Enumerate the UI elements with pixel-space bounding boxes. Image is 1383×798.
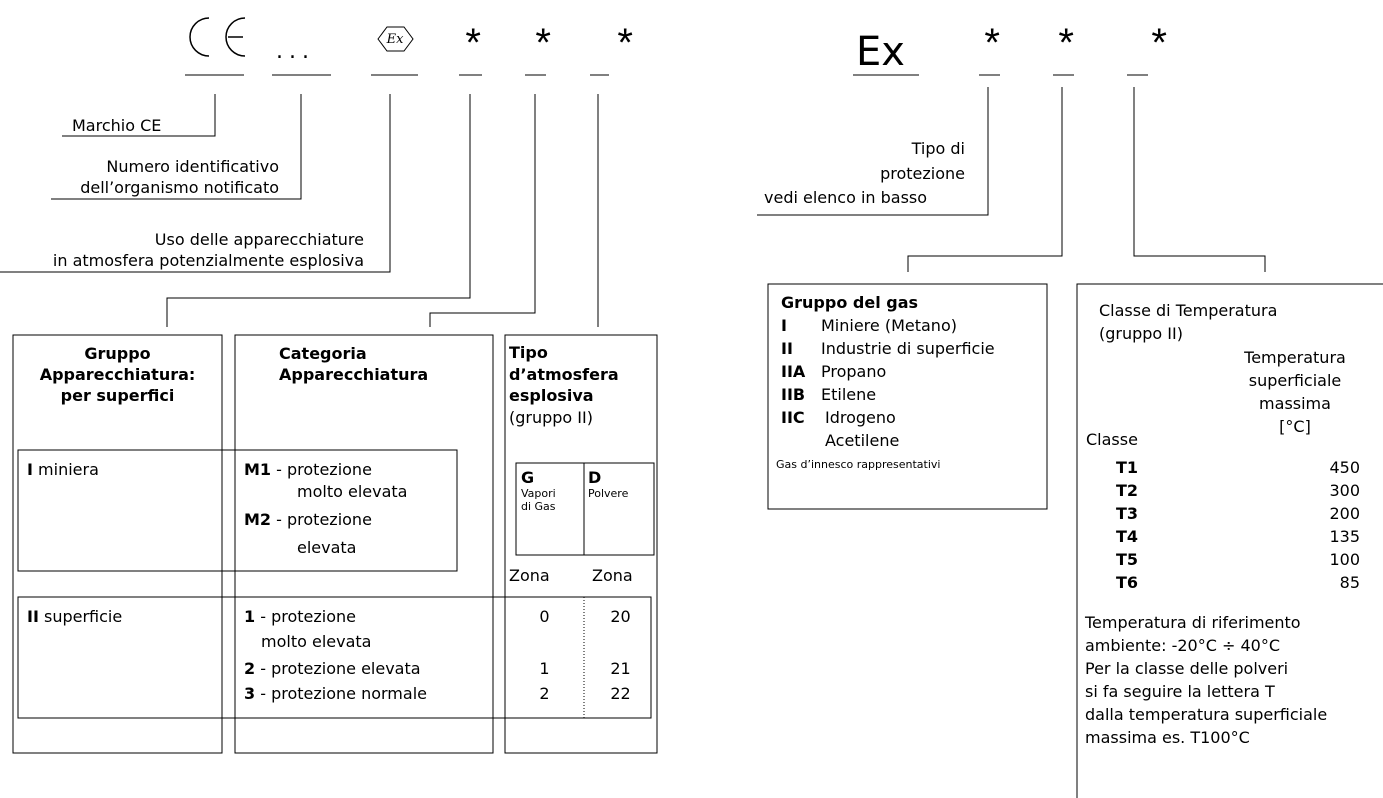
temp-class-4: T5 <box>1116 550 1139 569</box>
categoria-3: 3 - protezione normale <box>244 684 427 703</box>
categoria-header-1: Categoria <box>279 344 367 363</box>
temp-class-5: T6 <box>1116 573 1139 592</box>
tipo-g-letter: G <box>521 468 535 487</box>
temp-value-1: 300 <box>1329 481 1360 500</box>
ce-e-glyph <box>225 17 246 57</box>
callout-tipo-2: protezione <box>880 164 965 183</box>
gas-code-3: IIB <box>781 385 806 404</box>
tipo-d-letter: D <box>588 468 602 487</box>
tipo-sub: (gruppo II) <box>509 408 593 427</box>
tipo-d-desc: Polvere <box>588 487 629 500</box>
zona-gas-1: 1 <box>539 659 550 678</box>
temp-classe-label: Classe <box>1086 430 1138 449</box>
categoria-header-2: Apparecchiatura <box>279 365 429 384</box>
temp-note-2: Per la classe delle polveri <box>1085 659 1289 678</box>
categoria-m1: M1 - protezione <box>244 460 372 479</box>
temp-note-3: si fa seguire la lettera T <box>1085 682 1275 701</box>
star-3: * <box>617 21 633 65</box>
temp-class-0: T1 <box>1116 458 1139 477</box>
temp-value-0: 450 <box>1329 458 1360 477</box>
gas-extra: Acetilene <box>825 431 900 450</box>
star-5: * <box>1058 21 1074 65</box>
gas-code-0: I <box>781 316 787 335</box>
zona-gas-0: 0 <box>539 607 550 626</box>
gruppo-row-superficie: II superficie <box>27 607 123 626</box>
temp-note-1: ambiente: -20°C ÷ 40°C <box>1085 636 1280 655</box>
zona-dust-21: 21 <box>610 659 631 678</box>
star-2: * <box>535 21 551 65</box>
gruppo-row-miniera: I miniera <box>27 460 99 479</box>
gas-code-1: II <box>781 339 793 358</box>
ex-hex-label: Ex <box>386 32 404 47</box>
temp-title-1: Classe di Temperatura <box>1099 301 1278 320</box>
callout-tipo-3: vedi elenco in basso <box>764 188 928 207</box>
gas-desc-3: Etilene <box>821 385 877 404</box>
ex-code: Ex <box>856 29 905 75</box>
ce-c-glyph <box>189 17 210 57</box>
zona-dust-20: 20 <box>610 607 631 626</box>
gas-desc-0: Miniere (Metano) <box>821 316 957 335</box>
categoria-m2: M2 - protezione <box>244 510 372 529</box>
temp-colhead-4: [°C] <box>1279 417 1311 436</box>
gas-code-4: IIC <box>781 408 805 427</box>
callout-uso-2: in atmosfera potenzialmente esplosiva <box>52 251 364 270</box>
gas-group-title: Gruppo del gas <box>781 293 919 312</box>
tipo-header-3: esplosiva <box>509 386 594 405</box>
tipo-header-2: d’atmosfera <box>509 365 619 384</box>
gruppo-header-1: Gruppo <box>84 344 151 363</box>
temp-class-1: T2 <box>1116 481 1139 500</box>
temp-note-5: massima es. T100°C <box>1085 728 1250 747</box>
star-6: * <box>1151 21 1167 65</box>
temp-note-0: Temperatura di riferimento <box>1085 613 1301 632</box>
callout-numero-2: dell’organismo notificato <box>80 178 279 197</box>
gas-desc-4: Idrogeno <box>825 408 896 427</box>
temp-note-4: dalla temperatura superficiale <box>1085 705 1328 724</box>
temp-title-2: (gruppo II) <box>1099 324 1183 343</box>
star-1: * <box>465 21 481 65</box>
callout-numero-1: Numero identificativo <box>106 157 279 176</box>
temp-value-3: 135 <box>1329 527 1360 546</box>
tipo-g-desc-2: di Gas <box>521 500 556 513</box>
gas-code-2: IIA <box>781 362 806 381</box>
categoria-1-detail: molto elevata <box>261 632 372 651</box>
callout-marchio-ce: Marchio CE <box>72 116 162 135</box>
categoria-1: 1 - protezione <box>244 607 356 626</box>
zona-label-dust: Zona <box>592 566 633 585</box>
temp-colhead-2: superficiale <box>1248 371 1342 390</box>
categoria-m2-detail: elevata <box>297 538 357 557</box>
gas-desc-2: Propano <box>821 362 887 381</box>
temp-colhead-1: Temperatura <box>1244 348 1346 367</box>
callout-tipo-1: Tipo di <box>911 139 965 158</box>
gas-footer: Gas d’innesco rappresentativi <box>776 458 941 471</box>
callout-uso-1: Uso delle apparecchiature <box>154 230 364 249</box>
temp-value-5: 85 <box>1339 573 1360 592</box>
temp-value-2: 200 <box>1329 504 1360 523</box>
gruppo-header-2: Apparecchiatura: <box>39 365 196 384</box>
categoria-2: 2 - protezione elevata <box>244 659 421 678</box>
star-4: * <box>984 21 1000 65</box>
temp-class-2: T3 <box>1116 504 1139 523</box>
temp-colhead-3: massima <box>1259 394 1331 413</box>
temp-class-3: T4 <box>1116 527 1139 546</box>
notified-body-dots: ... <box>276 39 315 64</box>
categoria-m1-detail: molto elevata <box>297 482 408 501</box>
temp-value-4: 100 <box>1329 550 1360 569</box>
zona-dust-22: 22 <box>610 684 631 703</box>
tipo-g-desc-1: Vapori <box>521 487 556 500</box>
zona-gas-2: 2 <box>539 684 550 703</box>
gas-desc-1: Industrie di superficie <box>821 339 995 358</box>
ex-hexagon <box>377 26 414 52</box>
tipo-header-1: Tipo <box>509 343 548 362</box>
zona-label-gas: Zona <box>509 566 550 585</box>
gruppo-header-3: per superfici <box>60 386 175 405</box>
